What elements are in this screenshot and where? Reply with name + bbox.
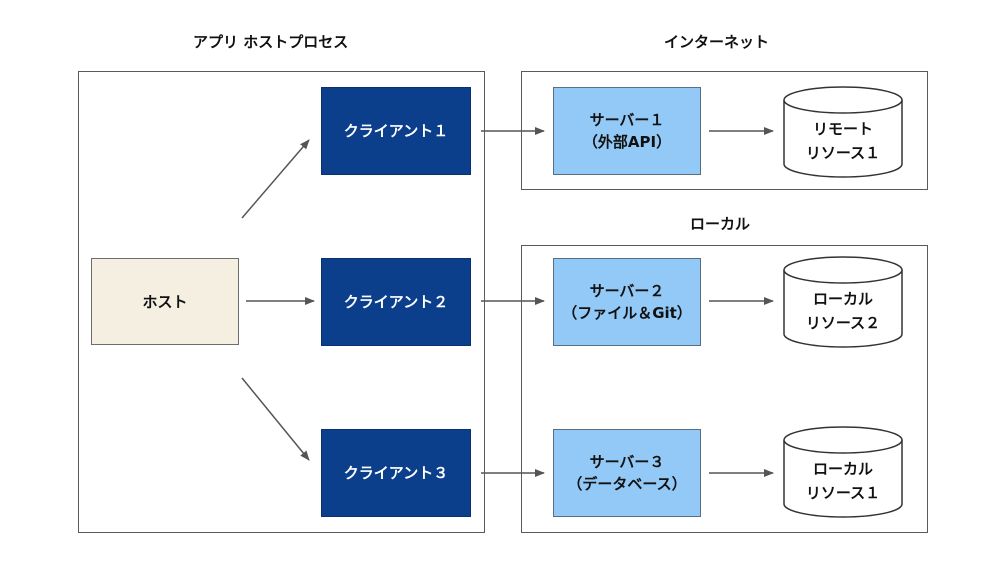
client-node-3: クライアント３: [321, 429, 471, 517]
resource-2-line1: ローカル: [812, 290, 873, 308]
resource-database-1: リモート リソース１: [783, 86, 903, 178]
resource-3-line2: リソース１: [805, 484, 881, 502]
client-node-2: クライアント２: [321, 258, 471, 346]
resource-database-3: ローカル リソース１: [783, 426, 903, 518]
resource-3-line1: ローカル: [812, 460, 873, 478]
server-node-3: サーバー３ （データベース）: [553, 429, 701, 517]
resource-2-line2: リソース２: [805, 314, 881, 332]
client-label-2: クライアント２: [343, 293, 449, 311]
host-node: ホスト: [91, 258, 239, 345]
server-1-description: （外部API）: [582, 133, 672, 151]
local-container: [521, 245, 928, 533]
client-label-3: クライアント３: [343, 464, 449, 482]
client-node-1: クライアント１: [321, 87, 471, 175]
database-icon: [783, 426, 903, 518]
server-1-name: サーバー１: [589, 111, 665, 129]
database-icon: [783, 256, 903, 348]
group-title-app-host: アプリ ホストプロセス: [193, 33, 349, 51]
server-node-2: サーバー２ （ファイル＆Git）: [553, 258, 701, 346]
group-title-internet: インターネット: [664, 33, 770, 51]
arrow-host-to-client-3: [241, 377, 310, 461]
resource-1-line1: リモート: [812, 120, 873, 138]
server-3-name: サーバー３: [589, 453, 665, 471]
server-node-1: サーバー１ （外部API）: [553, 87, 701, 175]
server-2-name: サーバー２: [589, 282, 665, 300]
arrow-host-to-client-1: [241, 139, 310, 219]
resource-database-2: ローカル リソース２: [783, 256, 903, 348]
host-label: ホスト: [142, 292, 188, 311]
server-3-description: （データベース）: [567, 475, 687, 493]
resource-1-line2: リソース１: [805, 144, 881, 162]
client-label-1: クライアント１: [343, 122, 449, 140]
database-icon: [783, 86, 903, 178]
app-host-process-container: [78, 71, 485, 533]
server-2-description: （ファイル＆Git）: [562, 304, 692, 322]
group-title-local: ローカル: [690, 215, 751, 233]
